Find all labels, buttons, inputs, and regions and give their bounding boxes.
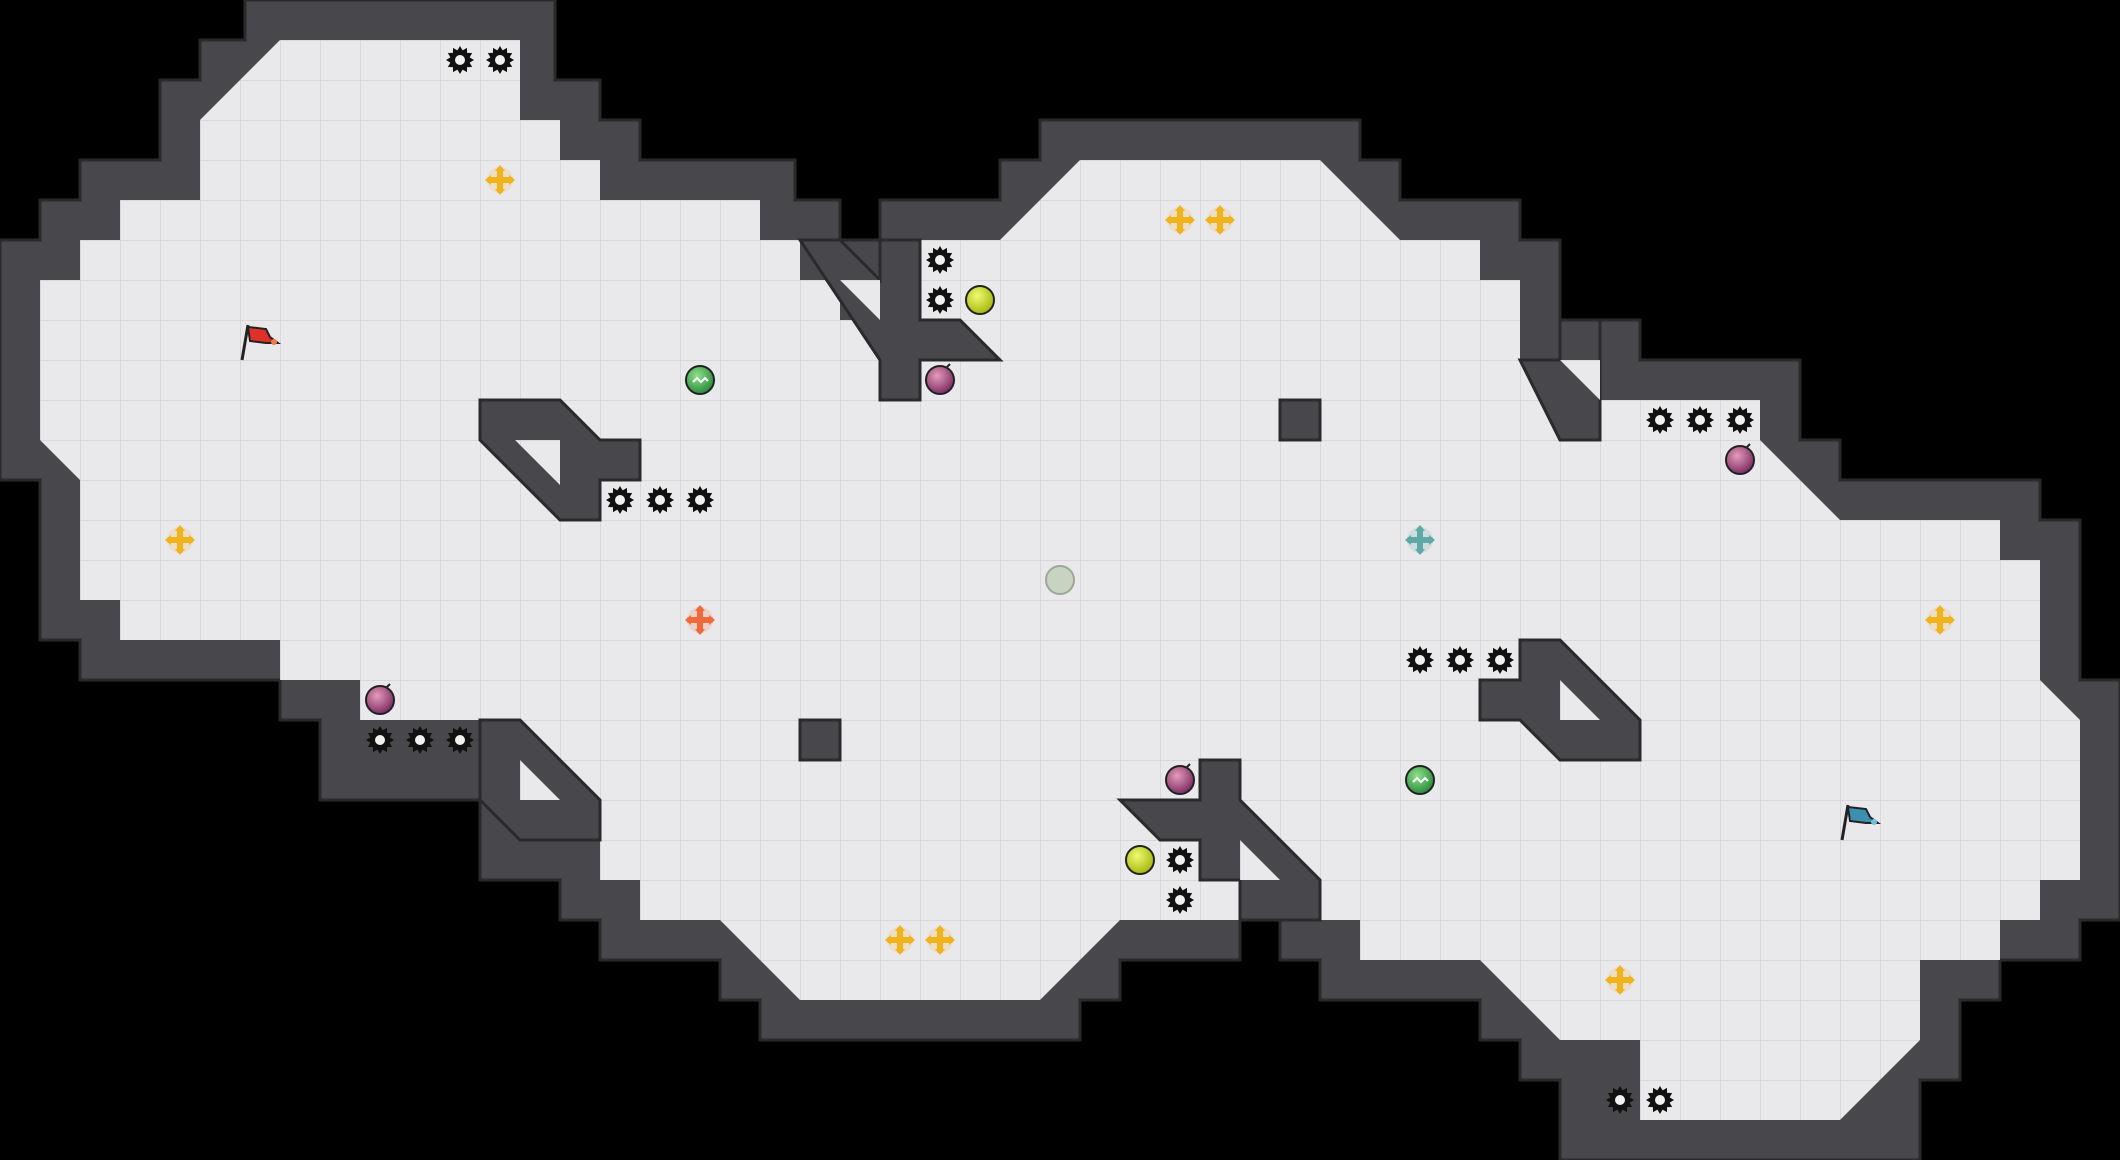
boost-icon[interactable] — [1405, 525, 1435, 555]
spike-icon — [1486, 646, 1514, 674]
spike-icon — [366, 726, 394, 754]
spike-icon — [646, 486, 674, 514]
spike-icon — [1446, 646, 1474, 674]
blue-flag-icon[interactable] — [1840, 804, 1881, 841]
boost-icon[interactable] — [1605, 965, 1635, 995]
boost-icon[interactable] — [685, 605, 715, 635]
portal-icon[interactable] — [965, 285, 995, 315]
boost-icon[interactable] — [165, 525, 195, 555]
spike-icon — [486, 46, 514, 74]
wall-cutout-bottom-left — [520, 760, 560, 800]
bomb-icon[interactable] — [365, 683, 395, 715]
spike-icon — [1726, 406, 1754, 434]
spike-icon — [446, 726, 474, 754]
spike-icon — [686, 486, 714, 514]
boost-icon[interactable] — [1205, 205, 1235, 235]
bomb-icon[interactable] — [1165, 763, 1195, 795]
spike-icon — [926, 286, 954, 314]
boost-icon[interactable] — [485, 165, 515, 195]
boost-icon[interactable] — [1165, 205, 1195, 235]
spike-icon — [1646, 406, 1674, 434]
spike-icon — [1646, 1086, 1674, 1114]
wall-square-lower — [798, 718, 842, 762]
portal-icon[interactable] — [1125, 845, 1155, 875]
spike-icon — [406, 726, 434, 754]
spike-icon — [1166, 846, 1194, 874]
bomb-icon[interactable] — [925, 363, 955, 395]
spike-icon — [1686, 406, 1714, 434]
wall-square-center — [1278, 398, 1322, 442]
wall-cutout-right-upper — [1560, 360, 1600, 400]
red-flag-icon[interactable] — [240, 324, 281, 361]
wall-cutout-top-center — [840, 280, 880, 320]
wall-cutout-bottom-center — [1240, 840, 1280, 880]
wall-cutout-left — [515, 440, 560, 485]
spike-icon — [1606, 1086, 1634, 1114]
boost-icon[interactable] — [925, 925, 955, 955]
wall-cutout-right-mid — [1560, 680, 1600, 720]
spike-icon — [1166, 886, 1194, 914]
marble-icon[interactable] — [1045, 565, 1075, 595]
spike-icon — [446, 46, 474, 74]
boost-icon[interactable] — [885, 925, 915, 955]
spike-icon — [1406, 646, 1434, 674]
bomb-icon[interactable] — [1725, 443, 1755, 475]
arena-obstacles — [478, 238, 1642, 922]
arena-entities — [165, 46, 1955, 1114]
spike-icon — [606, 486, 634, 514]
powerup-icon[interactable] — [1405, 765, 1435, 795]
boost-icon[interactable] — [1925, 605, 1955, 635]
spike-icon — [926, 246, 954, 274]
powerup-icon[interactable] — [685, 365, 715, 395]
